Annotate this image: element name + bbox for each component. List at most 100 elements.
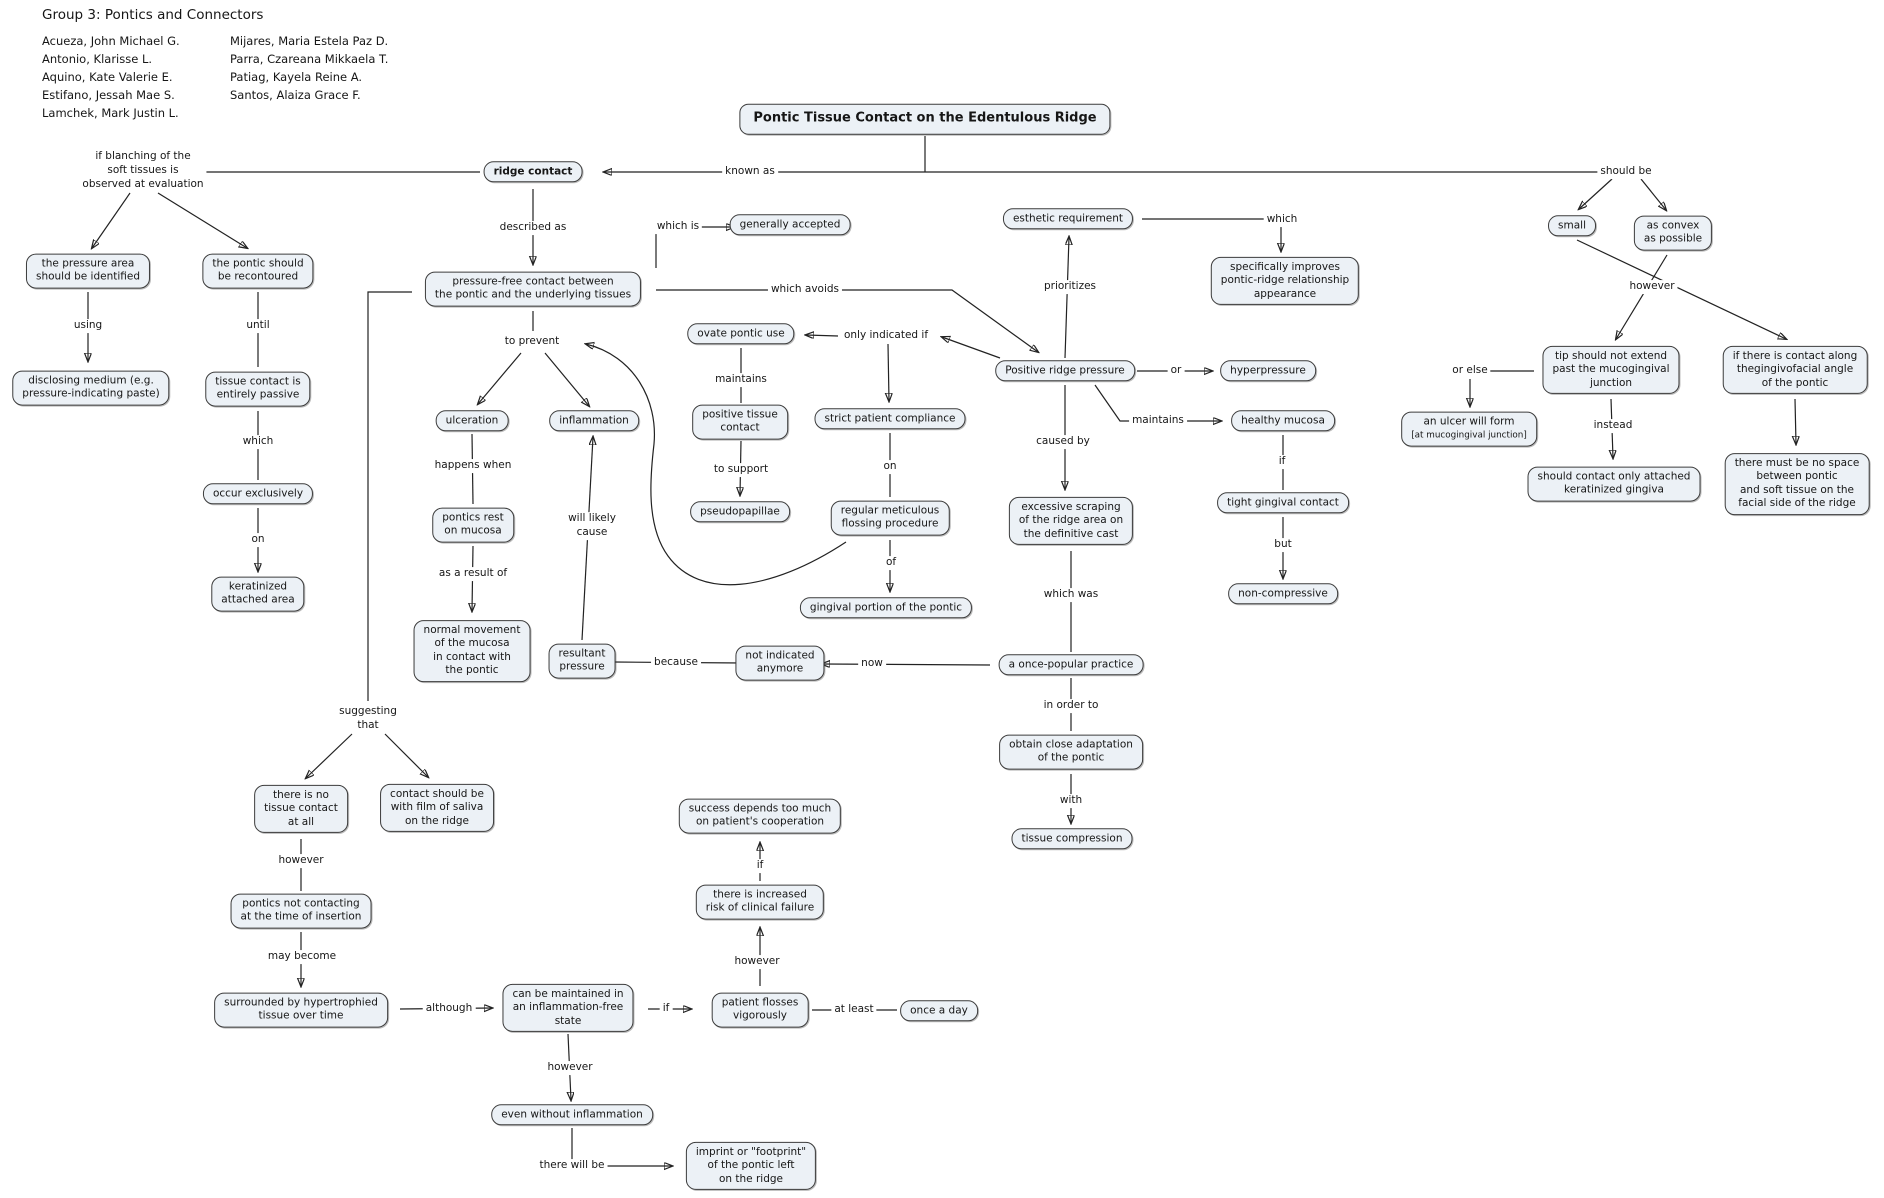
link-label-instead: instead (1590, 419, 1636, 433)
edge-shouldbe-to-small (1579, 178, 1613, 209)
link-label-which-was: which was (1040, 588, 1102, 602)
node-line: even without inflammation (501, 1108, 643, 1121)
node-line: the pressure area (41, 257, 135, 270)
node-line: tissue compression (1021, 832, 1123, 845)
edge-suggest-to-saliva (384, 733, 428, 777)
node-pseudopapillae[interactable]: pseudopapillae (690, 501, 790, 523)
node-line: at all (287, 815, 315, 828)
node-line: of the pontic left (707, 1159, 795, 1172)
node-occur-exclusively[interactable]: occur exclusively (202, 483, 314, 505)
node-line: the pontic and the underlying tissues (434, 289, 632, 301)
link-label-with: with (1056, 794, 1086, 808)
link-label-which-avoids: which avoids (767, 283, 843, 297)
node-line: of the pontic (1037, 752, 1105, 764)
edge-floss-to-prevent-curve (586, 344, 847, 586)
node-non-compressive[interactable]: non-compressive (1228, 583, 1338, 605)
node-line: pontics not contacting (242, 897, 360, 910)
edge-maintains-healthy-line (1094, 384, 1221, 421)
node-strict-compliance[interactable]: strict patient compliance (814, 408, 966, 430)
edge-blanching-to-recontoured (157, 192, 247, 248)
node-ulcer-will-form[interactable]: an ulcer will form[at mucogingival junct… (1401, 411, 1537, 447)
node-line: tissue contact is (215, 375, 301, 388)
node-main-title[interactable]: Pontic Tissue Contact on the Edentulous … (739, 103, 1111, 135)
node-line: can be maintained in (512, 987, 624, 1000)
node-even-without-inflammation[interactable]: even without inflammation (491, 1104, 653, 1126)
node-line: Pontic Tissue Contact on the Edentulous … (753, 110, 1097, 126)
node-line: success depends too much (688, 802, 832, 815)
edge-only-indicated-down (888, 343, 889, 401)
node-tight-gingival[interactable]: tight gingival contact (1217, 492, 1349, 514)
node-inflammation[interactable]: inflammation (549, 410, 639, 432)
node-small[interactable]: small (1548, 215, 1596, 237)
node-line: there is no (273, 788, 329, 801)
node-line: ridge contact (493, 165, 573, 178)
member-name: Antonio, Klarisse L. (42, 52, 153, 66)
node-disclosing-medium[interactable]: disclosing medium (e.g.pressure-indicati… (12, 370, 170, 406)
node-gingival-portion[interactable]: gingival portion of the pontic (799, 597, 973, 619)
link-label-which-right: which (1263, 213, 1301, 227)
node-line: disclosing medium (e.g. (28, 374, 154, 387)
node-line: on mucosa (444, 525, 502, 537)
link-label-there-will-be: there will be (536, 1159, 608, 1173)
node-once-a-day[interactable]: once a day (900, 1000, 978, 1022)
link-label-of-floss: of (882, 556, 900, 570)
node-line: between pontic (1756, 470, 1838, 483)
node-line: a once-popular practice (1008, 658, 1134, 671)
member-name: Patiag, Kayela Reine A. (230, 70, 363, 84)
node-ridge-contact[interactable]: ridge contact (483, 161, 583, 183)
node-once-popular[interactable]: a once-popular practice (998, 654, 1144, 676)
node-line: there is increased (713, 888, 807, 901)
node-line: esthetic requirement (1012, 212, 1124, 225)
link-label-if-blanching: if blanching of the soft tissues is obse… (79, 150, 207, 192)
node-line: on the ridge (718, 1172, 784, 1185)
node-line: past the mucogingival (1552, 363, 1670, 376)
link-label-but: but (1271, 538, 1295, 552)
member-name: Estifano, Jessah Mae S. (42, 88, 175, 102)
node-tissue-compression[interactable]: tissue compression (1011, 828, 1133, 850)
link-label-or: or (1167, 364, 1185, 378)
node-ovate-pontic-use[interactable]: ovate pontic use (687, 323, 795, 345)
node-line: there must be no space (1734, 457, 1860, 470)
node-ulceration[interactable]: ulceration (435, 410, 509, 432)
node-esthetic-requirement[interactable]: esthetic requirement (1002, 208, 1134, 230)
node-hyperpressure[interactable]: hyperpressure (1220, 360, 1316, 382)
node-line: flossing procedure (841, 518, 939, 530)
node-line: the definitive cast (1023, 527, 1119, 540)
node-healthy-mucosa[interactable]: healthy mucosa (1231, 410, 1335, 432)
node-line: ulceration (445, 414, 499, 427)
link-label-if-floss: if (659, 1002, 673, 1016)
node-line: pressure-free contact between (452, 275, 614, 288)
node-positive-ridge-pressure[interactable]: Positive ridge pressure (995, 360, 1135, 382)
node-generally-accepted[interactable]: generally accepted (729, 214, 851, 236)
node-imprint-footprint[interactable]: imprint or "footprint"of the pontic left… (685, 1141, 817, 1191)
member-name: Acueza, John Michael G. (42, 34, 180, 48)
edge-small-to-ifcontact (1576, 239, 1786, 339)
